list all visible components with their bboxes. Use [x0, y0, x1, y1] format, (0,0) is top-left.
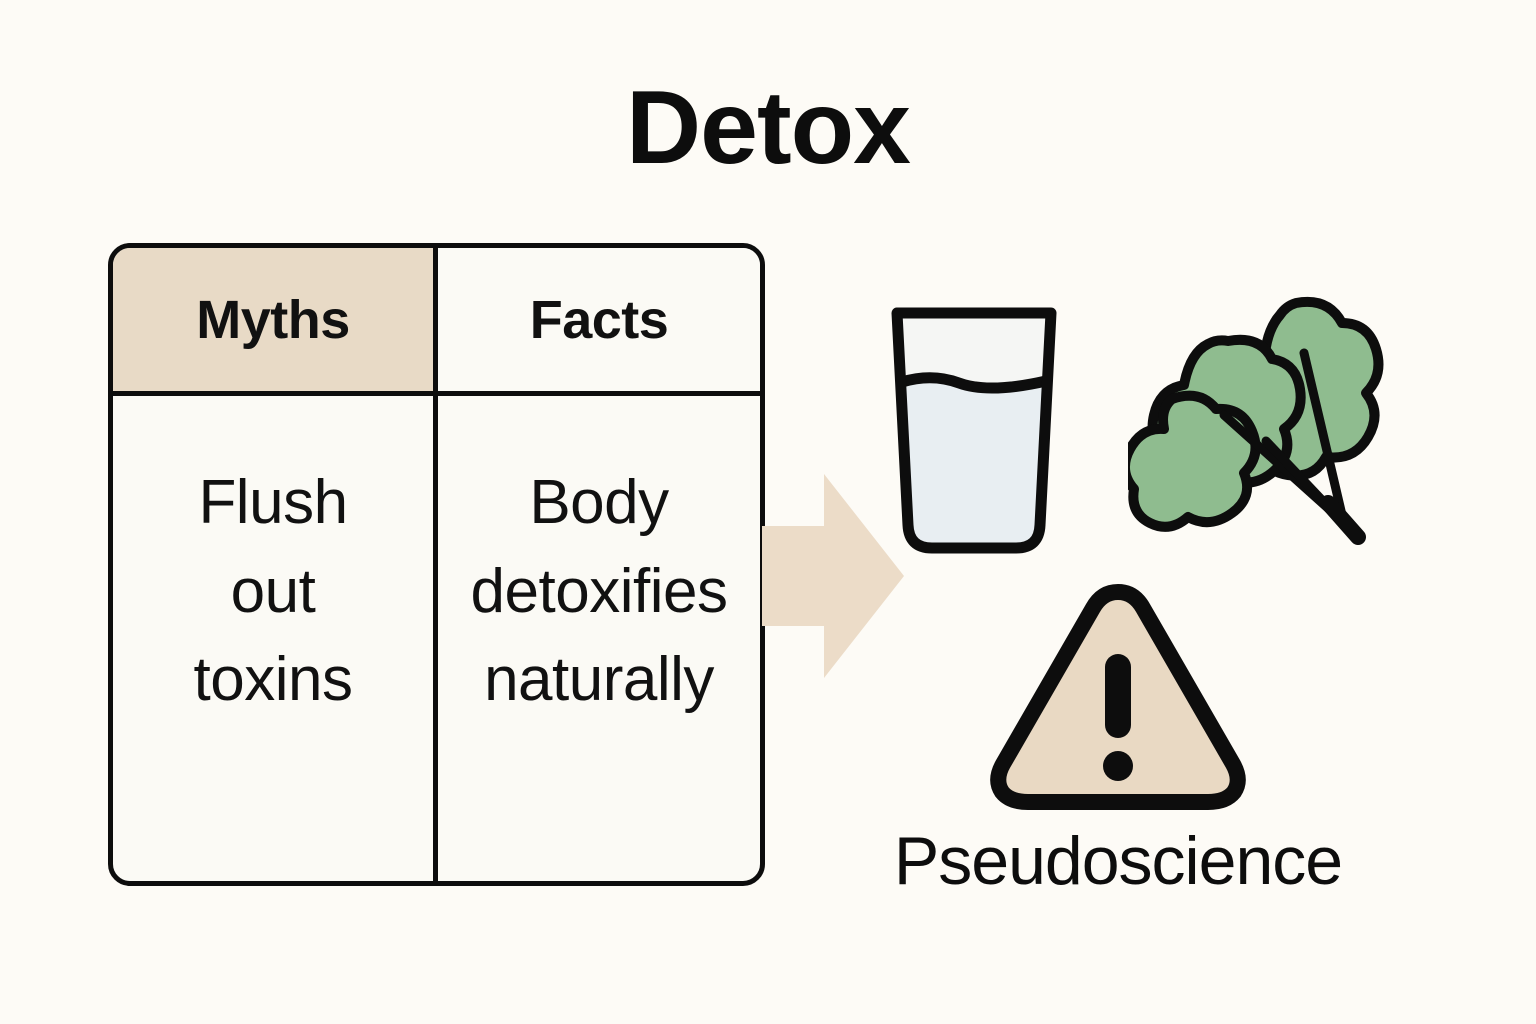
table-header-facts: Facts [438, 248, 760, 391]
leaf-vein-back [1299, 348, 1347, 520]
table-cell-facts-text: Body detoxifies naturally [452, 459, 746, 725]
exclamation-dot [1103, 751, 1133, 781]
table-cell-myths-text: Flush out toxins [127, 459, 419, 725]
page-title: Detox [626, 70, 911, 186]
table-header-facts-label: Facts [529, 289, 669, 350]
glass-outline [891, 307, 1057, 554]
water-glass-icon [891, 307, 1057, 554]
water-surface-line [896, 372, 1052, 394]
table-cell-myths-line-1: Flush [198, 468, 348, 537]
table-cell-facts-line-2: detoxifies [470, 556, 728, 626]
table-header-myths: Myths [113, 248, 438, 391]
table-cell-facts-line-1: Body [529, 468, 669, 537]
leaf-front [1128, 390, 1261, 532]
table-body-row: Flush out toxins Body detoxifies natural… [113, 396, 760, 881]
myths-vs-facts-table: Myths Facts Flush out toxins Body detoxi… [108, 243, 765, 886]
right-arrow-icon [762, 474, 904, 678]
table-cell-facts-line-3: naturally [484, 645, 714, 715]
glass-water-fill [902, 377, 1046, 548]
exclamation-bar [1105, 654, 1131, 738]
warning-triangle-icon [990, 584, 1246, 810]
pseudoscience-caption: Pseudoscience [893, 823, 1343, 899]
leaf-stem-tip [1320, 495, 1366, 545]
table-cell-myths: Flush out toxins [113, 396, 438, 881]
table-header-row: Myths Facts [113, 248, 760, 396]
right-arrow-shape [762, 474, 904, 678]
table-cell-myths-line-2: out [230, 556, 316, 626]
table-header-myths-label: Myths [196, 289, 350, 350]
leafy-greens-icon [1128, 297, 1384, 545]
table-cell-facts: Body detoxifies naturally [438, 396, 760, 881]
table-cell-myths-line-3: toxins [193, 645, 353, 715]
